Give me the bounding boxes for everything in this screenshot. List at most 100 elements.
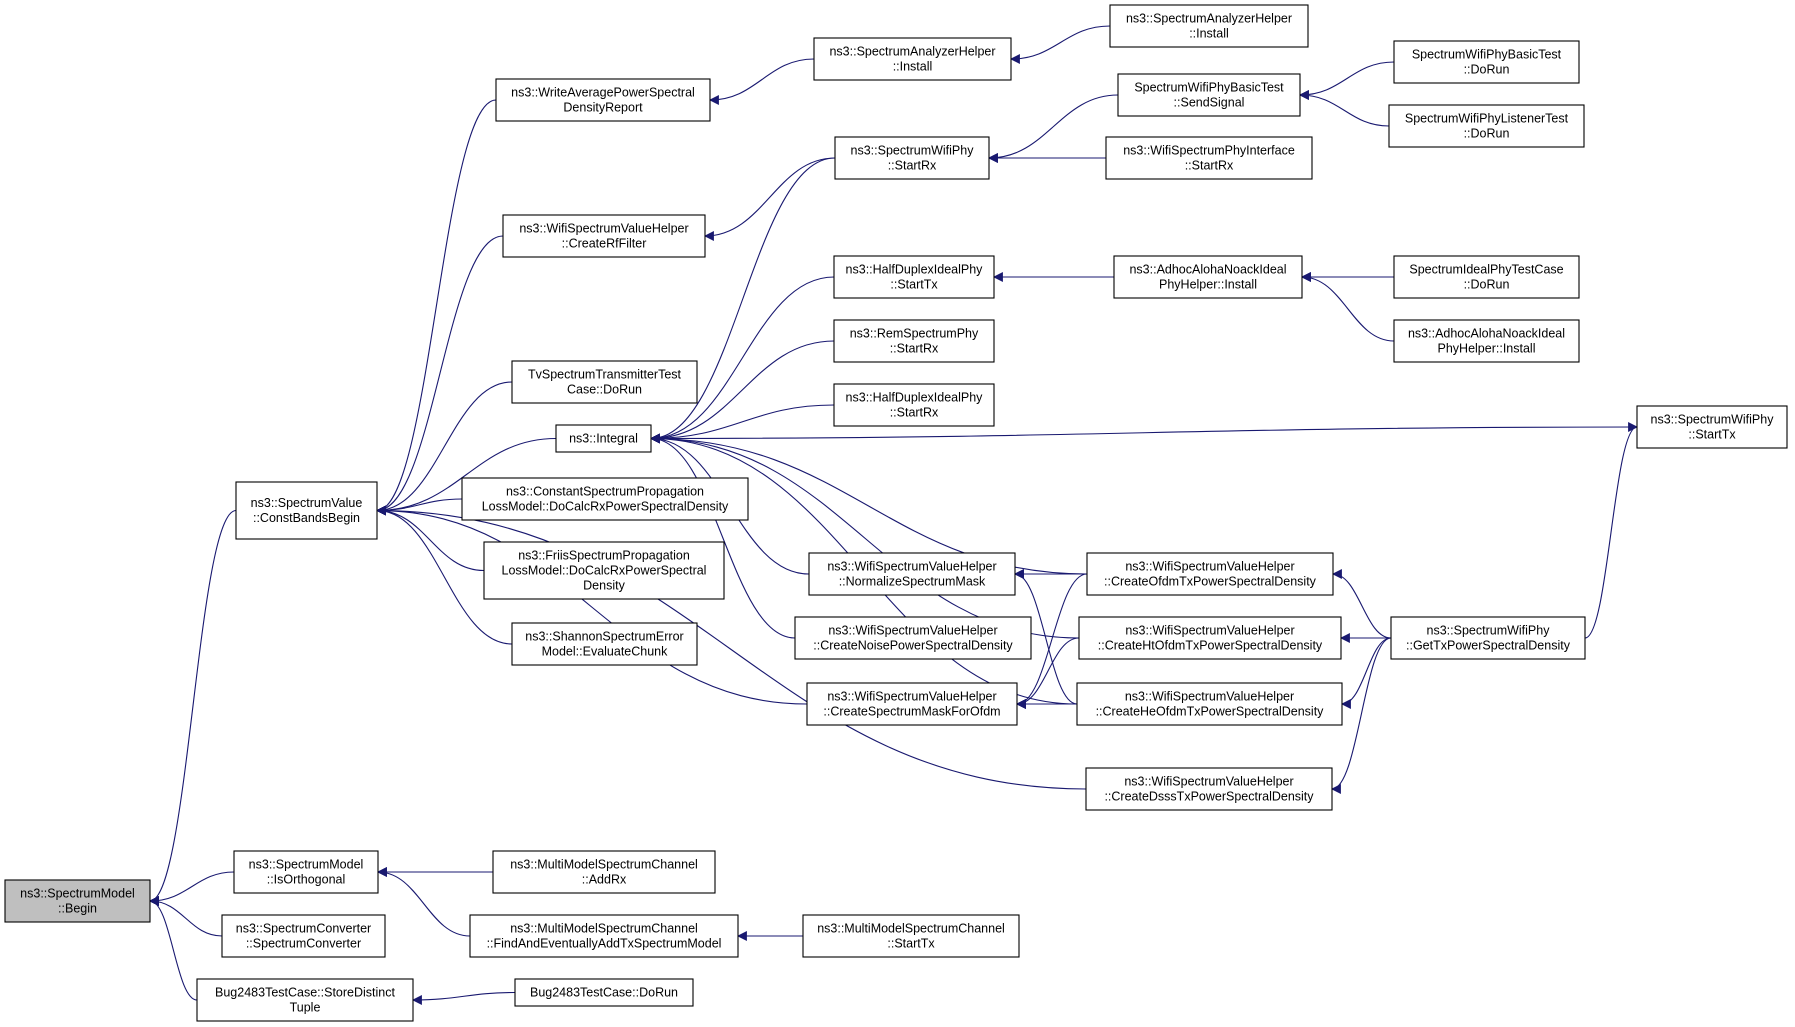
node-isortho[interactable]: ns3::SpectrumModel::IsOrthogonal bbox=[233, 850, 379, 894]
node-label: LossModel::DoCalcRxPowerSpectralDensity bbox=[482, 500, 729, 514]
node-label: Case::DoRun bbox=[567, 383, 642, 397]
node-label: ::SendSignal bbox=[1174, 96, 1245, 110]
node-label: TvSpectrumTransmitterTest bbox=[528, 368, 682, 382]
node-addrx[interactable]: ns3::MultiModelSpectrumChannel::AddRx bbox=[492, 850, 716, 894]
node-idealdorun[interactable]: SpectrumIdealPhyTestCase::DoRun bbox=[1393, 255, 1580, 299]
node-createdsss[interactable]: ns3::WifiSpectrumValueHelper::CreateDsss… bbox=[1085, 767, 1333, 811]
node-box bbox=[1086, 552, 1334, 596]
node-box bbox=[511, 622, 698, 666]
node-label: ns3::SpectrumAnalyzerHelper bbox=[1126, 12, 1292, 26]
node-analyzerinstall2[interactable]: ns3::SpectrumAnalyzerHelper::Install bbox=[1109, 4, 1309, 48]
node-adhocinstall2[interactable]: ns3::AdhocAlohaNoackIdealPhyHelper::Inst… bbox=[1393, 319, 1580, 363]
edge-remstartrx-to-integral bbox=[650, 340, 835, 444]
node-createrf[interactable]: ns3::WifiSpectrumValueHelper::CreateRfFi… bbox=[502, 214, 706, 258]
node-writeavg[interactable]: ns3::WriteAveragePowerSpectralDensityRep… bbox=[495, 78, 711, 122]
node-label: ns3::WifiSpectrumValueHelper bbox=[1125, 560, 1294, 574]
node-label: ns3::WifiSpectrumValueHelper bbox=[1124, 775, 1293, 789]
node-box bbox=[1085, 767, 1333, 811]
node-label: Model::EvaluateChunk bbox=[542, 645, 669, 659]
node-box bbox=[555, 424, 652, 453]
edge-gettxpsd-to-createhe bbox=[1341, 637, 1392, 709]
node-label: ns3::WriteAveragePowerSpectral bbox=[511, 86, 695, 100]
node-label: ns3::SpectrumModel bbox=[249, 858, 364, 872]
node-findadd[interactable]: ns3::MultiModelSpectrumChannel::FindAndE… bbox=[469, 914, 739, 958]
edge-createofdm-to-createmask bbox=[1016, 573, 1088, 709]
node-label: LossModel::DoCalcRxPowerSpectral bbox=[502, 564, 707, 578]
node-label: ::DoRun bbox=[1464, 278, 1510, 292]
node-box bbox=[1390, 616, 1586, 660]
node-label: ::CreateDsssTxPowerSpectralDensity bbox=[1104, 790, 1314, 804]
node-box bbox=[196, 978, 414, 1022]
node-createofdm[interactable]: ns3::WifiSpectrumValueHelper::CreateOfdm… bbox=[1086, 552, 1334, 596]
node-listenerdorun[interactable]: SpectrumWifiPhyListenerTest::DoRun bbox=[1388, 104, 1585, 148]
node-label: ns3::SpectrumWifiPhy bbox=[1651, 413, 1775, 427]
edge-constbands-to-begin bbox=[149, 509, 237, 906]
node-box bbox=[1105, 136, 1313, 180]
node-label: ::CreateRfFilter bbox=[562, 237, 647, 251]
edge-halfstarttx-to-integral bbox=[650, 276, 835, 444]
node-box bbox=[461, 477, 749, 521]
node-constprop[interactable]: ns3::ConstantSpectrumPropagationLossMode… bbox=[461, 477, 749, 521]
edge-createht-to-integral bbox=[650, 433, 1080, 639]
node-remstartrx[interactable]: ns3::RemSpectrumPhy::StartRx bbox=[833, 319, 995, 363]
node-createmask[interactable]: ns3::WifiSpectrumValueHelper::CreateSpec… bbox=[806, 682, 1018, 726]
node-halfstartrx[interactable]: ns3::HalfDuplexIdealPhy::StartRx bbox=[833, 383, 995, 427]
node-gettxpsd[interactable]: ns3::SpectrumWifiPhy::GetTxPowerSpectral… bbox=[1390, 616, 1586, 660]
node-specconv[interactable]: ns3::SpectrumConverter::SpectrumConverte… bbox=[221, 914, 386, 958]
node-label: ns3::HalfDuplexIdealPhy bbox=[846, 391, 984, 405]
node-box bbox=[806, 682, 1018, 726]
node-box bbox=[483, 541, 725, 600]
node-label: PhyHelper::Install bbox=[1159, 278, 1257, 292]
node-label: ::ConstBandsBegin bbox=[253, 511, 360, 525]
node-halfstarttx[interactable]: ns3::HalfDuplexIdealPhy::StartTx bbox=[833, 255, 995, 299]
node-box bbox=[502, 214, 706, 258]
node-analyzerinstall[interactable]: ns3::SpectrumAnalyzerHelper::Install bbox=[813, 37, 1012, 81]
edge-wifiphystartrx-to-integral bbox=[650, 157, 836, 444]
node-bugdorun[interactable]: Bug2483TestCase::DoRun bbox=[514, 978, 694, 1007]
node-label: ns3::SpectrumWifiPhy bbox=[1427, 624, 1551, 638]
node-adhocinstall[interactable]: ns3::AdhocAlohaNoackIdealPhyHelper::Inst… bbox=[1113, 255, 1303, 299]
edge-listenerdorun-to-basicsend bbox=[1299, 90, 1390, 127]
node-label: ns3::ConstantSpectrumPropagation bbox=[506, 485, 704, 499]
edge-createnoise-to-integral bbox=[650, 433, 796, 639]
node-label: ::Install bbox=[1189, 27, 1229, 41]
node-friis[interactable]: ns3::FriisSpectrumPropagationLossModel::… bbox=[483, 541, 725, 600]
node-basicsend[interactable]: SpectrumWifiPhyBasicTest::SendSignal bbox=[1117, 73, 1301, 117]
edge-createdsss-to-constbands bbox=[376, 505, 1087, 790]
edge-basicdorun-to-basicsend bbox=[1299, 61, 1395, 100]
node-box bbox=[511, 360, 698, 404]
edge-shannon-to-constbands bbox=[376, 505, 513, 645]
edge-gettxpsd-to-createdsss bbox=[1331, 637, 1392, 794]
node-wifiifacestartrx[interactable]: ns3::WifiSpectrumPhyInterface::StartRx bbox=[1105, 136, 1313, 180]
node-box bbox=[233, 850, 379, 894]
node-constbands[interactable]: ns3::SpectrumValue::ConstBandsBegin bbox=[235, 481, 378, 540]
node-createhe[interactable]: ns3::WifiSpectrumValueHelper::CreateHeOf… bbox=[1076, 682, 1343, 726]
node-label: ns3::ShannonSpectrumError bbox=[525, 630, 683, 644]
node-normalize[interactable]: ns3::WifiSpectrumValueHelper::NormalizeS… bbox=[808, 552, 1016, 596]
node-box bbox=[1109, 4, 1309, 48]
node-basicdorun[interactable]: SpectrumWifiPhyBasicTest::DoRun bbox=[1393, 40, 1580, 84]
node-begin[interactable]: ns3::SpectrumModel::Begin bbox=[4, 879, 151, 923]
node-box bbox=[1393, 255, 1580, 299]
node-box bbox=[1636, 405, 1788, 449]
node-label: ns3::SpectrumValue bbox=[251, 496, 363, 510]
edge-wifiphystartrx-to-createrf bbox=[704, 157, 836, 241]
node-label: ns3::SpectrumAnalyzerHelper bbox=[829, 45, 995, 59]
node-mmstarttx[interactable]: ns3::MultiModelSpectrumChannel::StartTx bbox=[802, 914, 1020, 958]
node-shannon[interactable]: ns3::ShannonSpectrumErrorModel::Evaluate… bbox=[511, 622, 698, 666]
node-label: DensityReport bbox=[563, 101, 643, 115]
node-createnoise[interactable]: ns3::WifiSpectrumValueHelper::CreateNois… bbox=[794, 616, 1032, 660]
node-box bbox=[833, 255, 995, 299]
edge-findadd-to-isortho bbox=[377, 867, 471, 937]
node-wifiphystartrx[interactable]: ns3::SpectrumWifiPhy::StartRx bbox=[834, 136, 990, 180]
node-integral[interactable]: ns3::Integral bbox=[555, 424, 652, 453]
node-label: Bug2483TestCase::StoreDistinct bbox=[215, 986, 395, 1000]
node-label: PhyHelper::Install bbox=[1438, 342, 1536, 356]
node-createht[interactable]: ns3::WifiSpectrumValueHelper::CreateHtOf… bbox=[1078, 616, 1342, 660]
node-wifiphystarttx[interactable]: ns3::SpectrumWifiPhy::StartTx bbox=[1636, 405, 1788, 449]
edge-isortho-to-begin bbox=[149, 871, 235, 906]
edge-adhocinstall2-to-adhocinstall bbox=[1301, 272, 1395, 342]
